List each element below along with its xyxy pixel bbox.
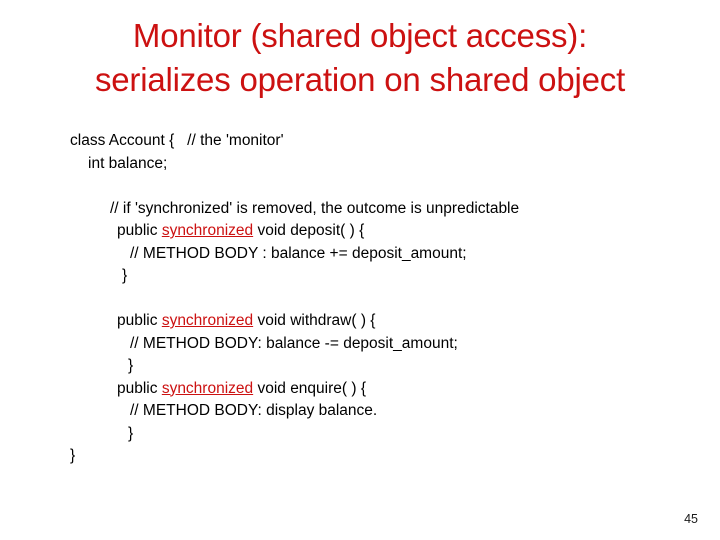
- code-line-blank-1: [0, 175, 720, 198]
- deposit-signature-rest: void deposit( ) {: [253, 222, 365, 239]
- page-title-line-2: serializes operation on shared object: [94, 61, 626, 98]
- code-line-deposit-close-brace: }: [122, 267, 128, 284]
- code-line-enquire-body: // METHOD BODY: display balance.: [130, 402, 378, 419]
- code-line-enquire-close-brace: }: [128, 424, 134, 442]
- code-line-withdraw-body: // METHOD BODY: balance -= deposit_amoun…: [130, 334, 458, 352]
- withdraw-signature-rest: void withdraw( ) {: [253, 312, 376, 329]
- code-line-field-balance: int balance;: [88, 154, 168, 172]
- code-line-withdraw-close-brace: }: [128, 357, 134, 374]
- code-line-blank-2: [0, 288, 720, 311]
- code-line-class-declaration: class Account { // the 'monitor': [70, 132, 284, 149]
- code-line-comment-synchronized-note: // if 'synchronized' is removed, the out…: [110, 199, 520, 217]
- code-line-withdraw-signature: public synchronized void withdraw( ) {: [0, 310, 720, 333]
- enquire-signature-rest: void enquire( ) {: [253, 379, 367, 397]
- enquire-modifier-public: public: [117, 379, 162, 397]
- code-line-deposit-signature: public synchronized void deposit( ) {: [0, 220, 720, 243]
- withdraw-modifier-public: public: [117, 312, 162, 329]
- withdraw-keyword-synchronized: synchronized: [161, 312, 254, 329]
- deposit-modifier-public: public: [117, 222, 162, 239]
- slide-page-number: 45: [684, 512, 698, 526]
- code-line-enquire-signature: public synchronized void enquire( ) {: [0, 378, 720, 401]
- page-title-line-1: Monitor (shared object access):: [132, 17, 588, 54]
- code-line-deposit-body: // METHOD BODY : balance += deposit_amou…: [130, 244, 467, 262]
- code-line-class-close-brace: }: [70, 447, 76, 464]
- page-title: Monitor (shared object access): serializ…: [0, 14, 720, 102]
- enquire-keyword-synchronized: synchronized: [161, 379, 254, 397]
- deposit-keyword-synchronized: synchronized: [161, 222, 254, 239]
- code-listing: class Account { // the 'monitor' int bal…: [0, 130, 720, 468]
